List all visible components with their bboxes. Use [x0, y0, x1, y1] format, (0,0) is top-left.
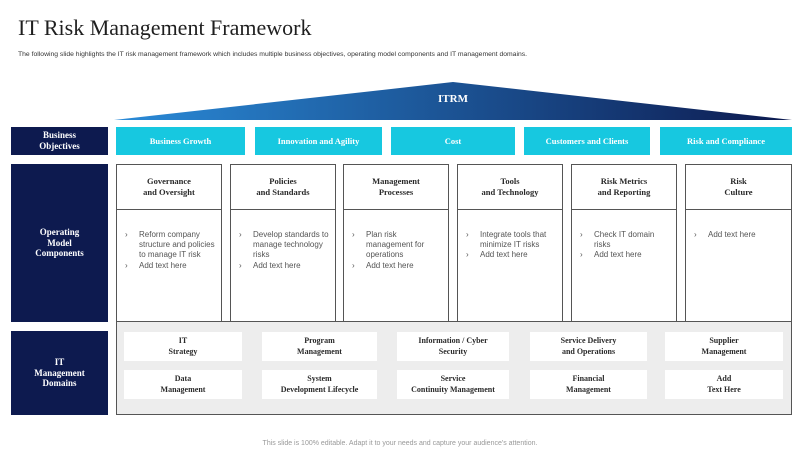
domain-program-management: Program Management	[262, 332, 377, 361]
chevron-right-icon: ›	[580, 230, 583, 239]
objective-risk-compliance: Risk and Compliance	[660, 127, 792, 155]
objective-business-growth: Business Growth	[116, 127, 245, 155]
component-items: › Develop standards to manage technology …	[239, 230, 331, 271]
list-item: › Plan risk management for operations	[352, 230, 444, 261]
list-item-text: Add text here	[139, 260, 187, 270]
component-management-processes: Management Processes › Plan risk manageme…	[343, 164, 449, 322]
chevron-right-icon: ›	[125, 260, 128, 270]
list-item-text: Add text here	[366, 260, 414, 270]
row-label-text: Business Objectives	[39, 130, 80, 151]
row-label-operating-model: Operating Model Components	[11, 164, 108, 322]
chevron-right-icon: ›	[466, 230, 469, 239]
row-label-text: Operating Model Components	[35, 226, 84, 259]
component-title: Management Processes	[344, 165, 448, 210]
chevron-right-icon: ›	[239, 260, 242, 270]
chevron-right-icon: ›	[466, 250, 469, 260]
domain-data-management: Data Management	[124, 370, 242, 399]
component-policies: Policies and Standards › Develop standard…	[230, 164, 336, 322]
list-item: › Add text here	[352, 261, 444, 271]
domain-financial-management: Financial Management	[530, 370, 647, 399]
component-items: › Reform company structure and policies t…	[125, 230, 217, 271]
list-item: › Check IT domain risks	[580, 230, 672, 250]
list-item-text: Reform company structure and policies to…	[139, 230, 215, 260]
list-item-text: Develop standards to manage technology r…	[253, 230, 329, 260]
chevron-right-icon: ›	[352, 260, 355, 270]
list-item: › Develop standards to manage technology …	[239, 230, 331, 261]
domain-it-strategy: IT Strategy	[124, 332, 242, 361]
domain-add-text: Add Text Here	[665, 370, 783, 399]
component-items: › Check IT domain risks › Add text here	[580, 230, 672, 261]
component-title: Risk Culture	[686, 165, 791, 210]
chevron-right-icon: ›	[125, 230, 128, 239]
page-title: IT Risk Management Framework	[18, 15, 312, 40]
list-item-text: Add text here	[594, 250, 642, 260]
domain-system-development: System Development Lifecycle	[262, 370, 377, 399]
list-item: › Add text here	[125, 261, 217, 271]
component-governance: Governance and Oversight › Reform company…	[116, 164, 222, 322]
component-items: › Plan risk management for operations › Ad…	[352, 230, 444, 271]
domain-cyber-security: Information / Cyber Security	[397, 332, 509, 361]
component-items: ›Integrate tools that minimize IT risks …	[466, 230, 558, 261]
footer-note: This slide is 100% editable. Adapt it to…	[262, 440, 538, 447]
component-risk-culture: Risk Culture › Add text here	[685, 164, 792, 322]
chevron-right-icon: ›	[352, 230, 355, 239]
component-title: Tools and Technology	[458, 165, 562, 210]
roof-shape	[114, 82, 792, 120]
list-item-text: Add text here	[253, 260, 301, 270]
component-title: Risk Metrics and Reporting	[572, 165, 676, 210]
component-title: Policies and Standards	[231, 165, 335, 210]
list-item: › Add text here	[694, 230, 787, 240]
chevron-right-icon: ›	[580, 250, 583, 260]
itrm-roof	[114, 82, 792, 120]
list-item-text: Add text here	[480, 250, 528, 260]
domain-service-delivery: Service Delivery and Operations	[530, 332, 647, 361]
page-subtitle: The following slide highlights the IT ri…	[18, 51, 528, 58]
list-item: › Add text here	[466, 250, 558, 260]
list-item-text: Add text here	[708, 230, 756, 239]
roof-label: ITRM	[438, 93, 468, 105]
component-tools-technology: Tools and Technology › Integrate tools th…	[457, 164, 563, 322]
chevron-right-icon: ›	[694, 230, 697, 239]
row-label-business-objectives: Business Objectives	[11, 127, 108, 155]
list-item: › Add text here	[239, 261, 331, 271]
list-item-text: Check IT domain risks	[594, 230, 655, 250]
objective-innovation-agility: Innovation and Agility	[255, 127, 382, 155]
component-title: Governance and Oversight	[117, 165, 221, 210]
row-label-it-domains: IT Management Domains	[11, 331, 108, 415]
domain-supplier-management: Supplier Management	[665, 332, 783, 361]
component-risk-metrics: Risk Metrics and Reporting › Check IT dom…	[571, 164, 677, 322]
list-item-text: Integrate tools that minimize IT risks	[480, 230, 547, 250]
list-item: › Reform company structure and policies t…	[125, 230, 217, 261]
list-item: › Integrate tools that minimize IT risks	[466, 230, 558, 250]
domain-service-continuity: Service Continuity Management	[397, 370, 509, 399]
objective-cost: Cost	[391, 127, 515, 155]
list-item-text: Plan risk management for operations	[366, 230, 425, 260]
component-items: › Add text here	[694, 230, 787, 240]
objective-customers-clients: Customers and Clients	[524, 127, 650, 155]
chevron-right-icon: ›	[239, 230, 242, 239]
list-item: › Add text here	[580, 250, 672, 260]
row-label-text: IT Management Domains	[34, 356, 85, 389]
